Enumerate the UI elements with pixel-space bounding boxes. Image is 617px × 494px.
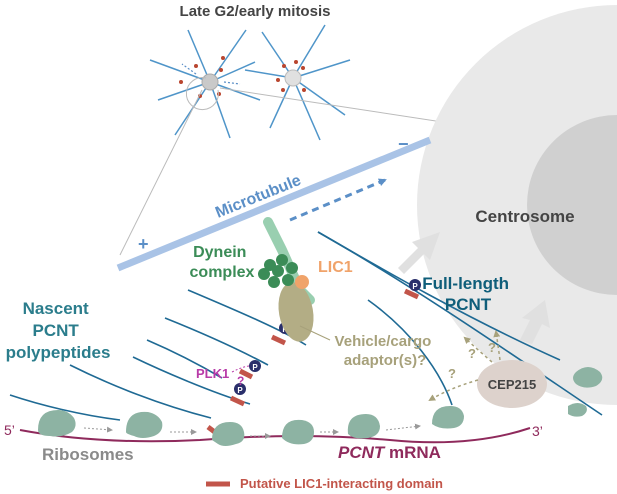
mrna-strand — [19, 427, 531, 444]
svg-text:P: P — [237, 386, 243, 395]
plus-end-label: + — [138, 234, 149, 254]
nascent-line1: Nascent — [23, 299, 89, 318]
ribosome — [212, 422, 245, 446]
cep215-label: CEP215 — [488, 377, 536, 392]
lic1-label: LIC1 — [318, 259, 353, 276]
plk1-question: ? — [237, 374, 244, 388]
phospho-badge: P — [409, 279, 421, 291]
cep215-question: ? — [448, 366, 456, 381]
transport-arrow — [520, 300, 550, 344]
full-length-line1: Full-length — [422, 274, 509, 293]
plk1-label: PLK1 — [196, 366, 229, 381]
dynein-label: Dynein complex — [190, 244, 255, 281]
mrna-label-rest: mRNA — [384, 443, 441, 462]
ribosome — [282, 419, 314, 445]
cep215-question: ? — [488, 340, 496, 355]
ribosome — [347, 414, 380, 439]
full-length-label: Full-length PCNT — [422, 274, 514, 314]
cep215-arrow — [493, 330, 501, 361]
nascent-label: Nascent PCNT polypeptides — [6, 299, 111, 362]
minus-end-label: − — [398, 134, 409, 154]
cep215-question: ? — [468, 346, 476, 361]
centrosome-label: Centrosome — [475, 207, 574, 226]
five-prime-label: 5’ — [4, 422, 15, 438]
ribosomes — [38, 406, 464, 446]
svg-text:P: P — [252, 363, 258, 372]
title: Late G2/early mitosis — [180, 3, 331, 20]
polypeptide-chains — [9, 231, 603, 421]
zoom-line — [119, 89, 203, 256]
free-ribosome — [568, 403, 587, 417]
ribosome — [38, 410, 76, 437]
plk1-pointer — [231, 365, 251, 373]
ribosome — [432, 406, 464, 429]
phospho-badge: P — [249, 360, 261, 372]
mrna-label: PCNT mRNA — [338, 443, 441, 462]
centrosome-small-left — [201, 73, 219, 91]
dynein-label-line1: Dynein — [193, 244, 246, 261]
dynein-motor — [258, 254, 298, 288]
minus-direction-arrow — [289, 178, 387, 222]
zoom-arc — [185, 77, 219, 111]
centrosome-outer — [417, 5, 617, 405]
centrosome-small-right — [284, 69, 302, 87]
aster-arrow — [181, 63, 197, 75]
centrosome-inner — [527, 115, 617, 295]
ribosome — [126, 411, 163, 438]
lic1-blob — [295, 275, 309, 289]
aster-dots — [179, 56, 306, 98]
nascent-line3: polypeptides — [6, 343, 111, 362]
phospho-badge: P — [234, 383, 246, 395]
vehicle-pointer — [299, 325, 331, 341]
aster-arrow — [223, 81, 241, 85]
legend-label: Putative LIC1-interacting domain — [240, 476, 443, 491]
cep215-arrow — [463, 336, 493, 363]
vehicle-line2: adaptor(s)? — [344, 352, 427, 369]
cep215-blob — [477, 360, 547, 408]
transport-arrow — [398, 232, 440, 274]
vehicle-cargo — [278, 282, 314, 342]
aster-right — [244, 24, 351, 141]
nascent-line2: PCNT — [32, 321, 79, 340]
dynein-label-line2: complex — [190, 264, 255, 281]
full-length-line2: PCNT — [445, 295, 492, 314]
ribosome-direction-arrows — [83, 423, 421, 439]
microtubule — [116, 136, 432, 272]
svg-text:P: P — [412, 282, 418, 291]
vehicle-line1: Vehicle/cargo — [335, 333, 432, 350]
ribosomes-label: Ribosomes — [42, 445, 134, 464]
cep215-arrow — [428, 379, 479, 402]
mrna-label-italic: PCNT — [338, 443, 386, 462]
free-ribosome — [573, 367, 603, 388]
three-prime-label: 3’ — [532, 423, 543, 439]
vehicle-label: Vehicle/cargo adaptor(s)? — [335, 333, 436, 369]
